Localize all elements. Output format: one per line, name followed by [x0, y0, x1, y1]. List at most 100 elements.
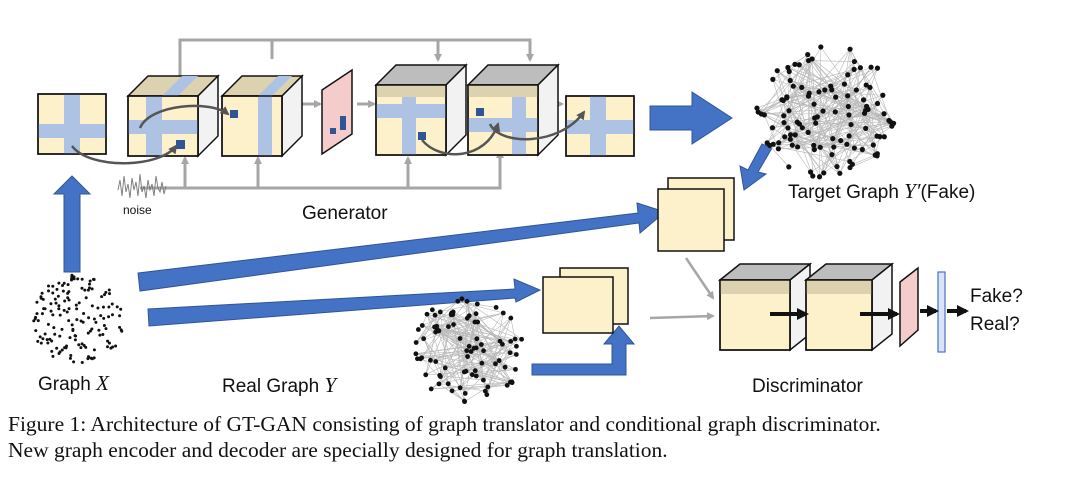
graph-edge: [847, 95, 866, 111]
graph-node: [107, 305, 111, 309]
graph-node: [811, 147, 817, 153]
graph-node: [796, 62, 802, 68]
graph-edge: [835, 103, 878, 113]
graph-node: [111, 345, 115, 349]
graph-node: [423, 372, 429, 378]
graph-node: [42, 307, 46, 311]
graph-edge: [789, 71, 891, 123]
graph-node: [36, 319, 40, 323]
graph-edge: [869, 87, 885, 137]
graph-node: [107, 315, 111, 319]
graph-edge: [461, 298, 511, 383]
graph-edge: [761, 66, 872, 115]
graph-edge: [421, 301, 468, 359]
graph-node: [493, 361, 498, 367]
generator-to-target-arrow: [649, 91, 733, 145]
graph-node: [86, 357, 90, 361]
input-graph-x: [32, 273, 124, 364]
graph-edge: [788, 83, 845, 111]
graph-node: [81, 320, 85, 324]
graph-edge: [776, 70, 788, 97]
graph-node: [51, 354, 55, 358]
noise-label: noise: [123, 203, 152, 217]
graph-node: [805, 129, 811, 135]
real-label: Real?: [970, 314, 1020, 335]
graph-node: [851, 145, 858, 151]
graph-node: [880, 92, 886, 98]
graph-node: [472, 319, 478, 325]
graph-node: [68, 336, 72, 340]
graph-node: [795, 144, 801, 150]
graph-x-to-generator-arrow: [52, 175, 92, 273]
graph-node: [479, 360, 485, 366]
graph-node: [508, 338, 514, 344]
graph-node: [863, 82, 869, 88]
graph-node: [881, 111, 887, 117]
graph-node: [462, 399, 468, 405]
graph-node: [509, 380, 515, 386]
graph-edge: [831, 136, 880, 155]
graph-node: [462, 391, 468, 396]
graph-node: [437, 309, 443, 315]
graph-node: [60, 348, 64, 352]
graph-node: [841, 81, 848, 87]
graph-edge: [766, 69, 855, 144]
graph-node: [810, 173, 816, 179]
graph-node: [874, 65, 881, 71]
graph-edge: [457, 301, 504, 314]
decoder-block-1: [374, 63, 468, 157]
graph-node: [874, 151, 880, 157]
graph-node: [118, 314, 122, 318]
graph-edge: [769, 145, 850, 162]
graph-edge: [814, 89, 857, 150]
graph-node: [41, 297, 45, 301]
graph-node: [468, 349, 474, 354]
graph-node: [774, 68, 780, 74]
graph-node: [831, 144, 837, 150]
graph-edge: [849, 49, 874, 146]
graph-node: [813, 120, 819, 126]
graph-node: [66, 291, 70, 295]
graph-node: [847, 158, 853, 165]
graph-node: [459, 296, 465, 302]
graph-node: [792, 132, 798, 138]
graph-edge: [778, 113, 885, 144]
graph-edge: [758, 95, 809, 113]
graph-node: [104, 290, 108, 294]
graph-node: [68, 356, 72, 360]
graph-node: [471, 345, 477, 351]
graph-edge: [860, 67, 885, 137]
graph-node: [787, 132, 794, 138]
graph-node: [816, 89, 822, 95]
caption-line-2: New graph encoder and decoder are specia…: [8, 438, 668, 462]
graph-node: [881, 134, 887, 140]
graph-node: [481, 348, 486, 354]
graph-node: [821, 170, 827, 176]
graph-edge: [435, 361, 453, 392]
graph-node: [80, 360, 84, 364]
graph-node: [472, 368, 478, 374]
graph-node: [845, 103, 851, 110]
graph-edge: [811, 58, 817, 124]
graph-node: [107, 341, 111, 345]
graph-node: [103, 293, 107, 297]
graph-node: [58, 313, 62, 317]
graph-node: [413, 351, 419, 357]
graph-node: [464, 315, 470, 321]
graph-node: [805, 57, 812, 64]
fake-graph-pair: [657, 177, 735, 252]
graph-edge: [832, 67, 878, 139]
graph-node: [838, 137, 844, 144]
graph-node: [40, 312, 44, 316]
graph-edge: [448, 312, 504, 327]
graph-node: [45, 338, 49, 342]
graph-edge: [835, 111, 876, 156]
graph-node: [79, 346, 83, 350]
generator-label: Generator: [302, 203, 388, 224]
graph-edge: [487, 381, 512, 388]
graph-node: [41, 337, 45, 341]
graph-node: [859, 146, 865, 153]
graph-node: [513, 366, 518, 372]
graph-node: [415, 327, 421, 332]
graph-edge: [787, 127, 855, 149]
